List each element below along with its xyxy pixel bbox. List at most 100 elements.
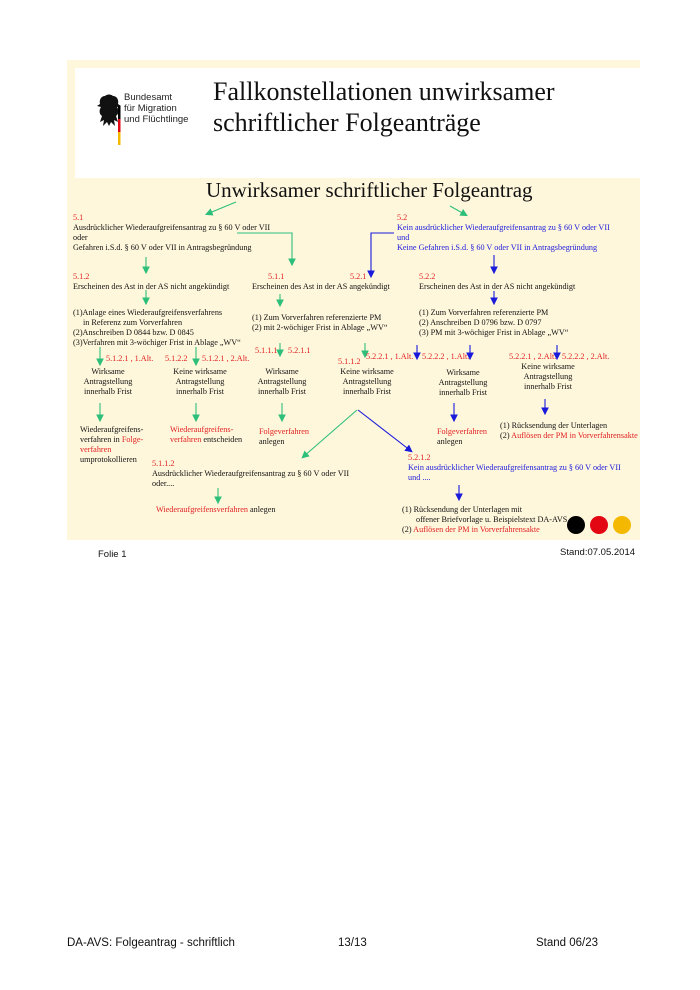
keinwirksam-line-3: innerhalb Frist xyxy=(176,387,224,396)
flag-dot-red xyxy=(590,516,608,534)
result-right-2-a: (1) Rücksendung der Unterlagen xyxy=(500,421,608,430)
result-left-1-c: verfahren xyxy=(80,445,112,454)
list-5-2-2-3: (3) PM mit 3-wöchiger Frist in Ablage „W… xyxy=(419,328,569,337)
label-5-1-2-1-alt2: 5.1.2.1 , 2.Alt. xyxy=(202,354,250,363)
list-5-2-2-1: (1) Zum Vorverfahren referenzierte PM xyxy=(419,308,549,317)
label-5-1-2-2: 5.1.2.2 xyxy=(165,354,188,363)
text-5-2-1-2-a: Kein ausdrücklicher Wiederaufgreifensant… xyxy=(408,463,621,472)
keinwirksam-mid-3: innerhalb Frist xyxy=(343,387,391,396)
label-5-2-2-2-alt1: 5.2.2.2 , 1.Alt. xyxy=(422,352,470,361)
list-5-1-2-1: (1)Anlage eines Wiederaufgreifensverfahr… xyxy=(73,308,223,317)
label-5-1-1: 5.1.1 xyxy=(268,272,285,281)
result-right-1-a: Folgeverfahren xyxy=(437,427,488,436)
list-5-1-1-2: (2) mit 2-wöchiger Frist in Ablage „WV“ xyxy=(252,323,388,332)
text-5-2-b: und xyxy=(397,233,410,242)
footer-document-title: DA-AVS: Folgeantrag - schriftlich xyxy=(67,937,235,949)
list-5-1-2-3: (3)Verfahren mit 3-wöchiger Frist in Abl… xyxy=(73,338,241,347)
keinwirksam-right-3: innerhalb Frist xyxy=(524,382,572,391)
label-5-1-1-2: 5.1.1.2 xyxy=(338,357,361,366)
box-keinwirksam-mid: Keine wirksame Antragstellung innerhalb … xyxy=(334,367,400,397)
result-left-1-b: verfahren in xyxy=(80,435,122,444)
label-5-1-2: 5.1.2 xyxy=(73,272,90,281)
footer-page-number: 13/13 xyxy=(338,937,367,949)
slide-header xyxy=(75,68,640,178)
wirksam-line-3: innerhalb Frist xyxy=(84,387,132,396)
slide-number: Folie 1 xyxy=(98,549,127,560)
result-mid-1-b: anlegen xyxy=(259,437,285,446)
text-5-1-1-2-b: oder.... xyxy=(152,479,175,488)
label-5-2-1-2: 5.2.1.2 xyxy=(408,453,431,462)
result-left-1: Wiederaufgreifens- verfahren in Folge- v… xyxy=(80,425,143,465)
box-wirksam-mid: Wirksame Antragstellung innerhalb Frist xyxy=(252,367,312,397)
wirksam-line-2: Antragstellung xyxy=(83,377,133,386)
label-5-2-2-2-alt2: 5.2.2.2 , 2.Alt. xyxy=(562,352,610,361)
wirksam-line-1: Wirksame xyxy=(91,367,125,376)
text-5-2-a: Kein ausdrücklicher Wiederaufgreifensant… xyxy=(397,223,610,232)
label-5-1-2-1-alt1: 5.1.2.1 , 1.Alt. xyxy=(106,354,154,363)
box-wirksam-left: Wirksame Antragstellung innerhalb Frist xyxy=(78,367,138,397)
wirksam-right-1: Wirksame xyxy=(446,368,480,377)
page-title: Fallkonstellationen unwirksamer schriftl… xyxy=(213,76,555,138)
result-right-1-b: anlegen xyxy=(437,437,463,446)
result-right-1: Folgeverfahren anlegen xyxy=(437,427,487,447)
text-5-1-1-2-a: Ausdrücklicher Wiederaufgreifensantrag z… xyxy=(152,469,350,478)
result-right-3: (1) Rücksendung der Unterlagen mit offen… xyxy=(402,505,567,535)
logo-line-3: und Flüchtlinge xyxy=(124,114,189,125)
text-5-2-1-2-b: und .... xyxy=(408,473,431,482)
wirksam-right-2: Antragstellung xyxy=(438,378,488,387)
list-5-1-1-1: (1) Zum Vorverfahren referenzierte PM xyxy=(252,313,382,322)
slide-date: Stand:07.05.2014 xyxy=(560,547,636,558)
box-wirksam-right: Wirksame Antragstellung innerhalb Frist xyxy=(430,368,496,398)
result-mid-2-red: Wiederaufgreifensverfahren xyxy=(156,505,248,514)
result-right-3-a: (1) Rücksendung der Unterlagen mit xyxy=(402,505,523,514)
keinwirksam-line-1: Keine wirksame xyxy=(173,367,227,376)
box-keinwirksam-right: Keine wirksame Antragstellung innerhalb … xyxy=(515,362,581,392)
text-5-2-c: Keine Gefahren i.S.d. § 60 V oder VII in… xyxy=(397,243,598,252)
result-left-1-d: umprotokollieren xyxy=(80,455,137,464)
label-5-2: 5.2 xyxy=(397,213,408,222)
result-left-1-a: Wiederaufgreifens- xyxy=(80,425,144,434)
result-left-2-b: entscheiden xyxy=(201,435,243,444)
keinwirksam-mid-1: Keine wirksame xyxy=(340,367,394,376)
keinwirksam-mid-2: Antragstellung xyxy=(342,377,392,386)
wirksam-mid-3: innerhalb Frist xyxy=(258,387,306,396)
text-5-1-c: Gefahren i.S.d. § 60 V oder VII in Antra… xyxy=(73,243,252,252)
flag-dot-gold xyxy=(613,516,631,534)
label-5-2-2: 5.2.2 xyxy=(419,272,436,281)
text-5-2-2: Erscheinen des Ast in der AS nicht angek… xyxy=(419,282,576,291)
result-right-3-c-red: Auflösen der PM in Vorverfahrensakte xyxy=(413,525,540,534)
list-5-1-2-2: (2)Anschreiben D 0844 bzw. D 0845 xyxy=(73,328,194,337)
text-5-1-a: Ausdrücklicher Wiederaufgreifensantrag z… xyxy=(73,223,271,232)
label-5-1-1-1: 5.1.1.1 xyxy=(255,346,278,355)
result-left-2: Wiederaufgreifens- verfahren entscheiden xyxy=(170,425,242,445)
label-5-2-2-1-alt2: 5.2.2.1 , 2.Alt. xyxy=(509,352,557,361)
wirksam-mid-1: Wirksame xyxy=(265,367,299,376)
result-right-3-b: offener Briefvorlage u. Beispielstext DA… xyxy=(416,515,568,524)
federal-eagle-logo xyxy=(97,94,121,145)
result-mid-2-b: anlegen xyxy=(247,505,276,514)
wirksam-right-3: innerhalb Frist xyxy=(439,388,487,397)
result-right-3-c-pre: (2) xyxy=(402,525,414,534)
footer-version: Stand 06/23 xyxy=(536,937,599,949)
label-5-1: 5.1 xyxy=(73,213,84,222)
text-5-1-b: oder xyxy=(73,233,88,242)
result-left-2-a: Wiederaufgreifens- xyxy=(170,425,234,434)
result-mid-2: Wiederaufgreifensverfahren anlegen xyxy=(156,505,275,515)
logo-line-2: für Migration xyxy=(124,103,177,114)
result-left-2-b-red: verfahren xyxy=(170,435,202,444)
keinwirksam-line-2: Antragstellung xyxy=(175,377,225,386)
wirksam-mid-2: Antragstellung xyxy=(257,377,307,386)
box-keinwirksam-left: Keine wirksame Antragstellung innerhalb … xyxy=(167,367,233,397)
title-line-2: schriftlicher Folgeanträge xyxy=(213,108,481,137)
label-5-1-1-2-b: 5.1.1.2 xyxy=(152,459,175,468)
keinwirksam-right-2: Antragstellung xyxy=(523,372,573,381)
result-mid-1-a: Folgeverfahren xyxy=(259,427,310,436)
result-mid-1: Folgeverfahren anlegen xyxy=(259,427,309,447)
result-left-1-b-red: Folge- xyxy=(121,435,144,444)
keinwirksam-right-1: Keine wirksame xyxy=(521,362,575,371)
result-right-2: (1) Rücksendung der Unterlagen (2) Auflö… xyxy=(500,421,638,441)
logo-text: Bundesamt für Migration und Flüchtlinge xyxy=(124,92,188,125)
text-5-1-2: Erscheinen des Ast in der AS nicht angek… xyxy=(73,282,230,291)
label-5-2-1: 5.2.1 xyxy=(350,272,367,281)
label-5-2-1-1: 5.2.1.1 xyxy=(288,346,311,355)
